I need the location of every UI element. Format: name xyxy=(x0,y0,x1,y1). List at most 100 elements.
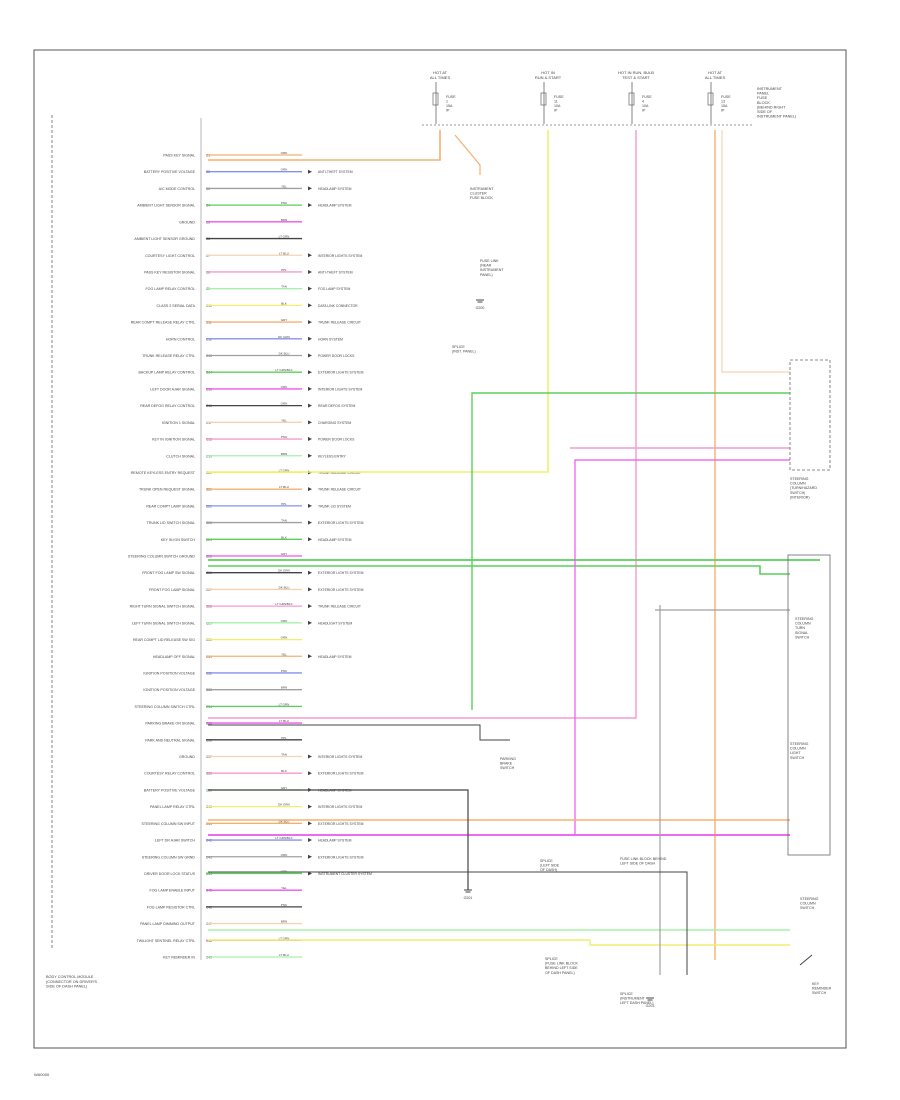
component-label: OF DASH PANEL) xyxy=(545,971,575,975)
destination-label: POWER DOOR LOCKS xyxy=(318,354,355,358)
component-label: INSTRUMENT xyxy=(480,268,504,272)
wire-color-label: ORN xyxy=(281,402,288,406)
component-label: (FUSE LINK BLOCK xyxy=(545,962,579,966)
wire-color-label: GRY xyxy=(281,318,287,322)
wire-magenta-2 xyxy=(574,459,790,835)
pin-label: AMBIENT LIGHT SENSOR SIGNAL xyxy=(137,204,195,208)
component-label: SWITCH xyxy=(800,906,815,910)
destination-label: CHARGING SYSTEM xyxy=(318,421,351,425)
fuse-id: 15A xyxy=(446,104,453,108)
fuse-id: FUSE xyxy=(446,95,456,99)
fuse-label: TEST & START xyxy=(622,75,650,80)
destination-label: HEADLAMP SYSTEM xyxy=(318,655,352,659)
component-label: BRAKE xyxy=(500,762,513,766)
pin-label: COURTESY RELAY CONTROL xyxy=(144,772,195,776)
pin-label: DRIVER DOOR LOCK STATUS xyxy=(144,872,195,876)
component-label: (TURN/HAZARD xyxy=(790,486,817,490)
fuse-id: IP xyxy=(721,109,725,113)
pin-label: PANEL LAMP DIMMING OUTPUT xyxy=(140,922,196,926)
pin-label: HORN CONTROL xyxy=(166,337,195,341)
destination-label: ANTI-THEFT SYSTEM xyxy=(318,270,353,274)
pin-label: TRUNK LID SWITCH SIGNAL xyxy=(147,521,195,525)
fuse-label: HOT AT xyxy=(433,70,448,75)
component-label: LIGHT xyxy=(790,751,801,755)
connector-arrow xyxy=(308,587,312,592)
footer-code: WA0000 xyxy=(34,1072,50,1077)
pin-label: CLUTCH SIGNAL xyxy=(166,454,195,458)
pin-label: FOG LAMP RELAY CONTROL xyxy=(145,287,195,291)
destination-label: HORN SYSTEM xyxy=(318,337,343,341)
component-label: LEFT DASH PANEL) xyxy=(620,1001,653,1005)
connector-arrow xyxy=(308,520,312,525)
wire-color-label: DK BLU xyxy=(279,819,290,823)
wire-ignition-pink xyxy=(208,130,637,719)
pin-label: LEFT DOOR AJAR SIGNAL xyxy=(150,387,195,391)
wire-peach-right xyxy=(721,130,790,373)
component-label: STEERING xyxy=(795,617,814,621)
fuse-id: IP xyxy=(446,109,450,113)
destination-label: INTERIOR LIGHTS SYSTEM xyxy=(318,805,362,809)
module-label: SIDE OF DASH PANEL) xyxy=(46,985,88,989)
connector-arrow xyxy=(308,771,312,776)
connector-arrow xyxy=(308,838,312,843)
module-label: BODY CONTROL MODULE xyxy=(46,975,94,979)
destination-label: EXTERIOR LIGHTS SYSTEM xyxy=(318,521,364,525)
wire-color-label: LT GRN xyxy=(279,235,290,239)
fuse-id: 10A xyxy=(554,104,561,108)
wire-color-label: ORN xyxy=(281,636,288,640)
connector-arrow xyxy=(308,203,312,208)
destination-label: EXTERIOR LIGHTS SYSTEM xyxy=(318,822,364,826)
wire-color-label: YEL xyxy=(281,652,287,656)
fuse-id: 13 xyxy=(721,100,725,104)
connector-arrow xyxy=(308,253,312,258)
connector-arrow xyxy=(308,386,312,391)
pin-label: HEADLAMP OFF SIGNAL xyxy=(153,655,195,659)
component-label: SPLICE xyxy=(540,859,553,863)
destination-label: HEADLIGHT SYSTEM xyxy=(318,621,352,625)
pin-label: REAR COMPT RELEASE RELAY CTRL xyxy=(131,321,195,325)
destination-label: INSTRUMENT CLUSTER SYSTEM xyxy=(318,872,372,876)
connector-arrow xyxy=(308,303,312,308)
destination-label: TRUNK RELEASE CIRCUIT xyxy=(318,471,361,475)
destination-label: REAR DEFOG SYSTEM xyxy=(318,404,355,408)
destination-label: EXTERIOR LIGHTS SYSTEM xyxy=(318,855,364,859)
component-label: STEERING xyxy=(790,477,809,481)
wire-color-label: GRY xyxy=(281,552,287,556)
component-label: (NEAR xyxy=(480,264,492,268)
connector-arrow xyxy=(308,754,312,759)
destination-label: EXTERIOR LIGHTS SYSTEM xyxy=(318,571,364,575)
pin-label: KEY REMINDER IN xyxy=(163,956,195,960)
wire-color-label: BRN xyxy=(281,686,287,690)
destination-label: EXTERIOR LIGHTS SYSTEM xyxy=(318,371,364,375)
component-label: COLUMN xyxy=(790,482,806,486)
wire-color-label: LT GRN/BLK xyxy=(275,602,292,606)
component-label: COLUMN xyxy=(790,747,806,751)
wire-color-label: DK BLU xyxy=(279,352,290,356)
destination-label: EXTERIOR LIGHTS SYSTEM xyxy=(318,588,364,592)
destination-label: FOG LAMP SYSTEM xyxy=(318,287,351,291)
pin-label: REMOTE KEYLESS ENTRY REQUEST xyxy=(131,471,196,475)
wire-color-label: LT GRN xyxy=(279,702,290,706)
connector-arrow xyxy=(308,403,312,408)
wire-color-label: PNK xyxy=(281,903,287,907)
destination-label: KEYLESS ENTRY xyxy=(318,454,347,458)
ground-label: G203 xyxy=(646,1004,655,1008)
fuse-id: FUSE xyxy=(721,95,731,99)
pin-label: A/C MODE CONTROL xyxy=(159,187,195,191)
destination-label: TRUNK LID SYSTEM xyxy=(318,504,351,508)
component-label: SWITCH xyxy=(795,635,810,639)
pin-label: FOG LAMP ENABLE INPUT xyxy=(150,889,196,893)
wire-cluster-fuse xyxy=(454,134,481,175)
connector-arrow xyxy=(308,620,312,625)
connector-arrow xyxy=(308,453,312,458)
component-label: PANEL) xyxy=(480,273,493,277)
wire-color-label: ORN xyxy=(281,385,288,389)
wire-color-label: TAN xyxy=(281,519,287,523)
connector-arrow xyxy=(308,437,312,442)
component-label: OF DASH) xyxy=(540,868,557,872)
wire-black-right xyxy=(208,871,688,975)
wire-color-label: PNK xyxy=(281,201,287,205)
headlamp-switch-box xyxy=(789,359,831,471)
component-label: SWITCH xyxy=(500,766,515,770)
pin-label: RIGHT TURN SIGNAL SWITCH SIGNAL xyxy=(130,605,195,609)
